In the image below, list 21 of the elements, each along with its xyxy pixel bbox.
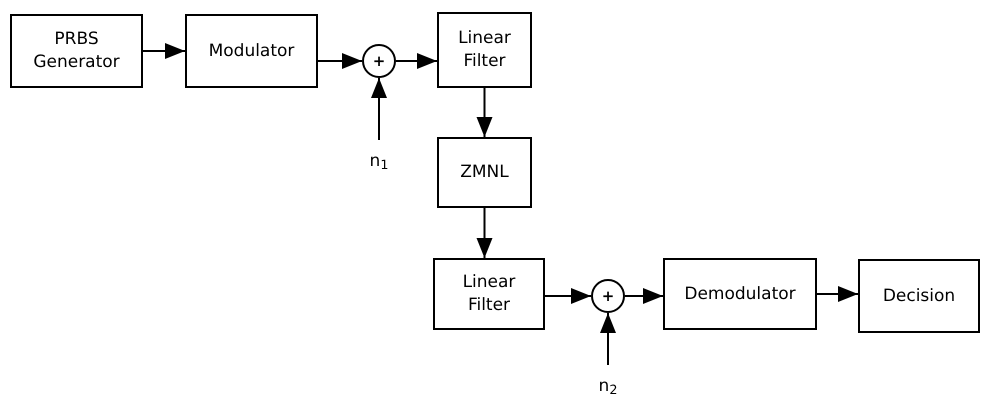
noise-label: n$_{2}$ <box>591 365 625 409</box>
arrow <box>817 286 858 302</box>
summing-junction: + <box>591 279 625 313</box>
process-box: PRBS Generator <box>10 14 143 88</box>
arrow <box>600 313 616 365</box>
arrow <box>625 288 663 304</box>
process-box: Demodulator <box>663 258 817 330</box>
arrow <box>396 53 437 69</box>
process-box: Modulator <box>185 14 318 88</box>
arrow <box>476 208 492 258</box>
arrow <box>143 43 185 59</box>
arrow <box>318 53 362 69</box>
process-box: ZMNL <box>437 137 532 208</box>
summing-junction: + <box>362 44 396 78</box>
process-box: Linear Filter <box>433 258 545 330</box>
arrow <box>545 288 591 304</box>
arrow <box>371 78 387 140</box>
process-box: Linear Filter <box>437 12 532 88</box>
noise-label: n$_{1}$ <box>362 140 396 184</box>
arrow <box>476 88 492 137</box>
process-box: Decision <box>858 259 980 333</box>
